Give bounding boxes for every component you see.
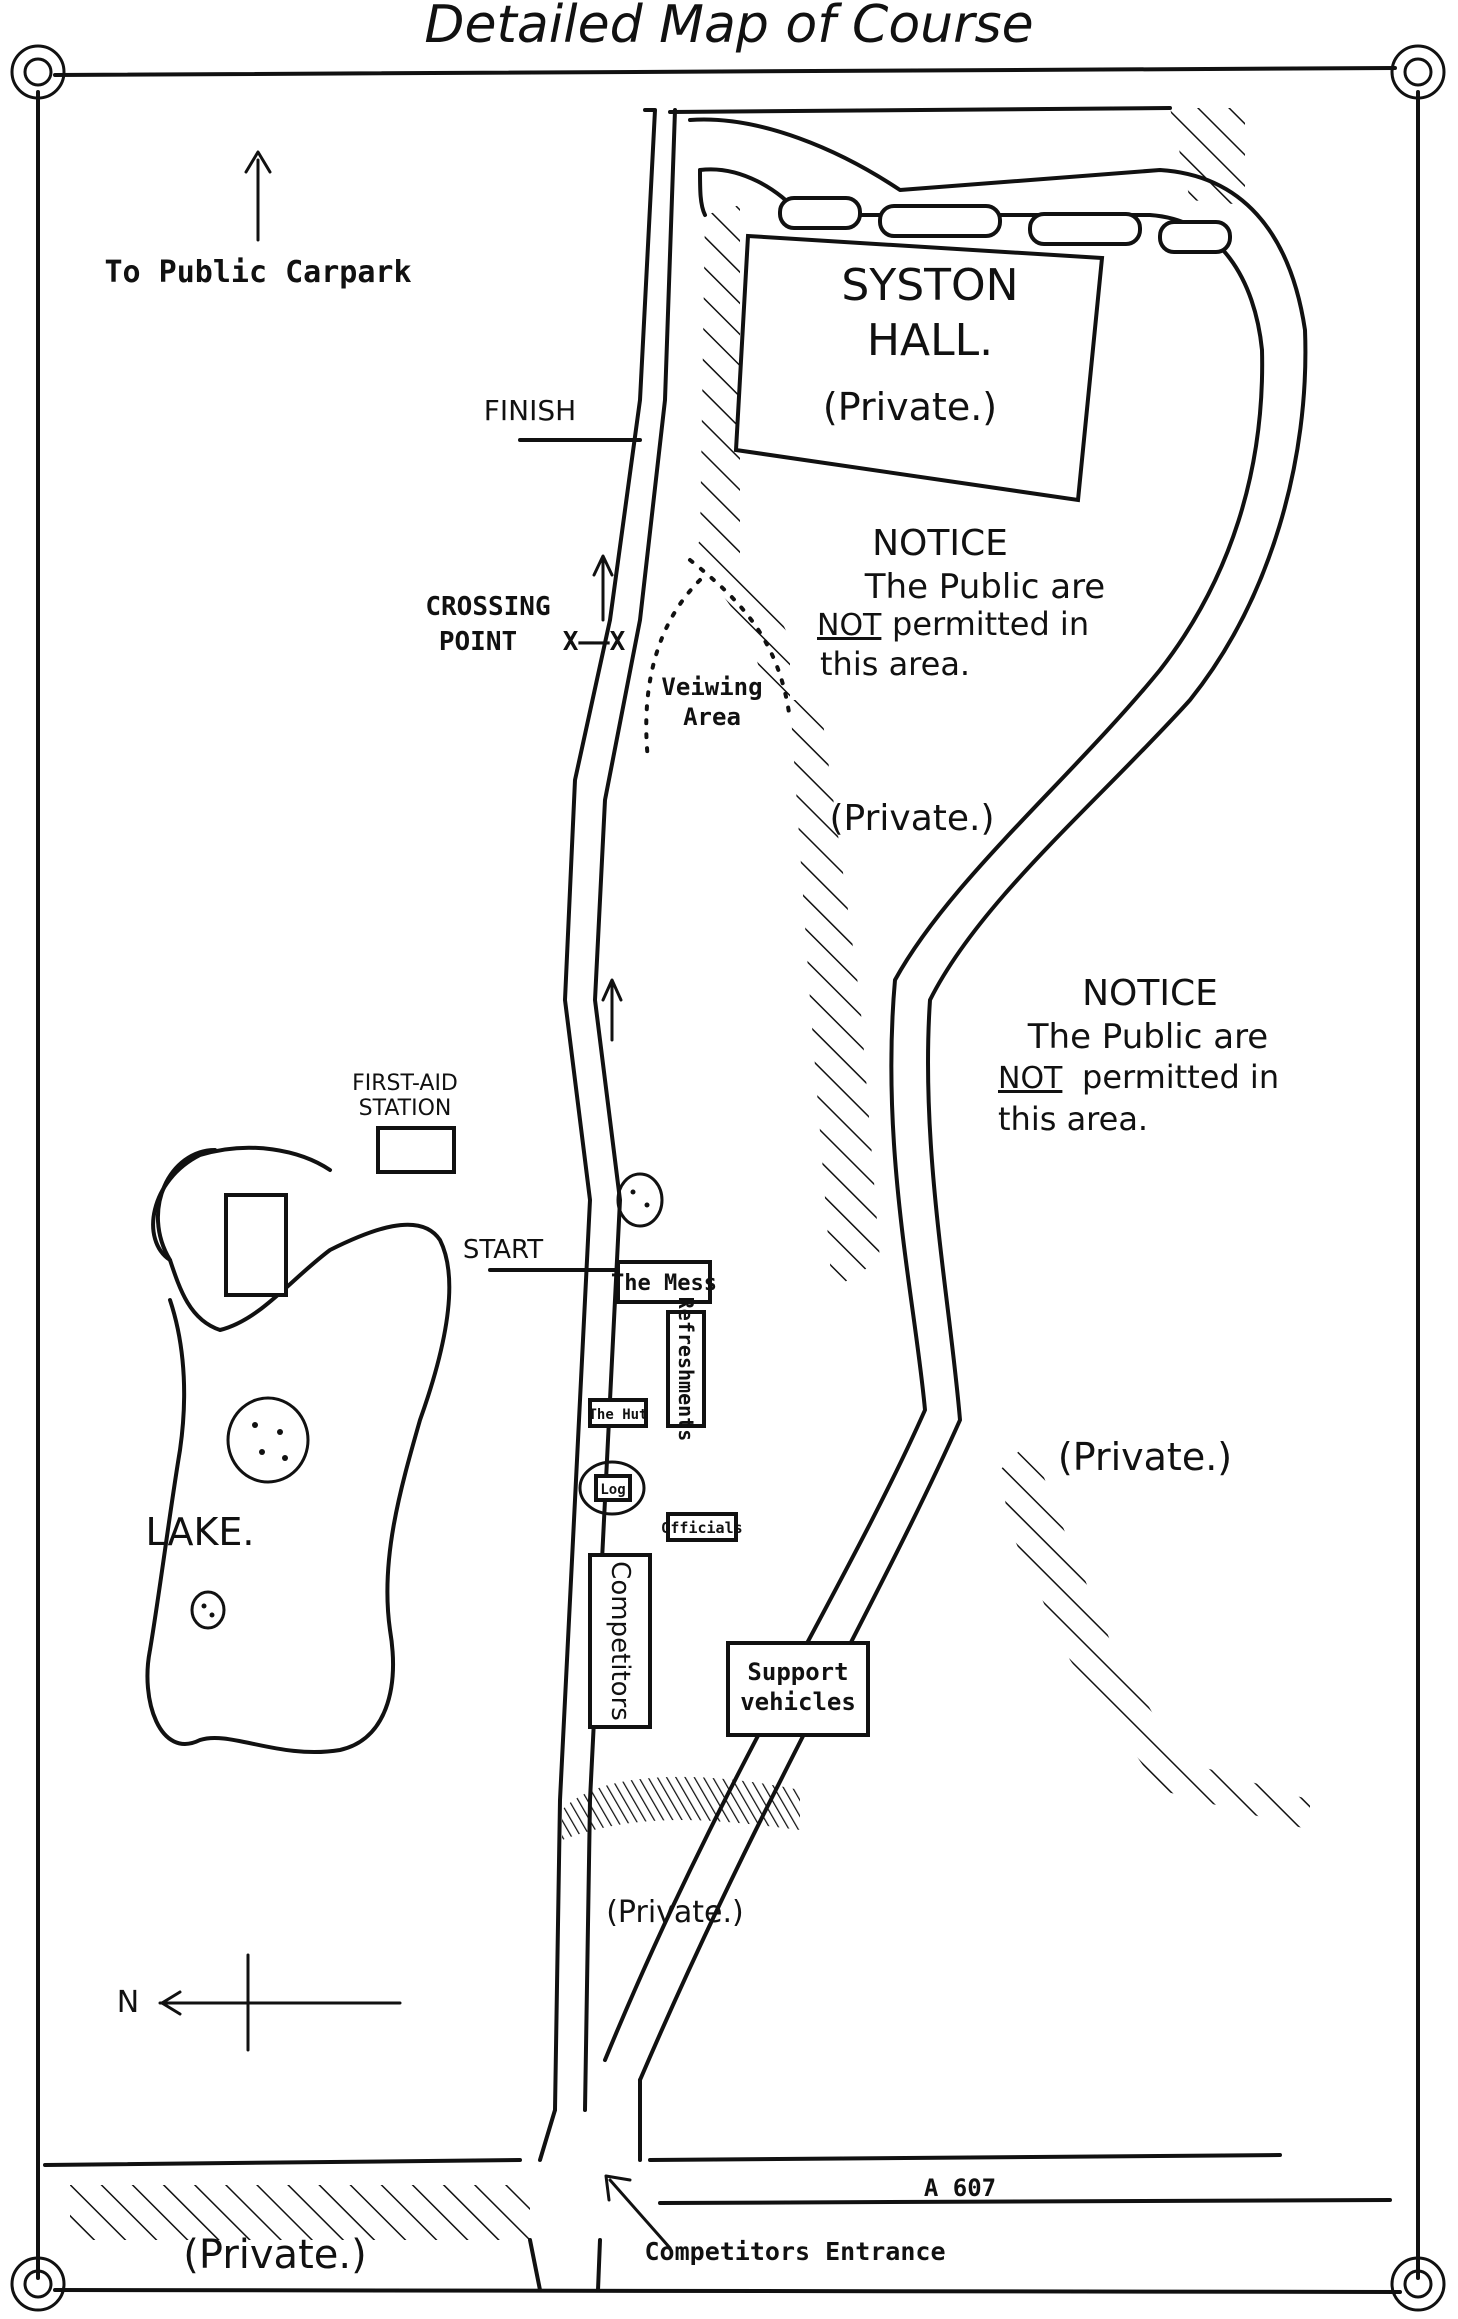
hall-gates [778,196,1232,254]
notice-2-heading: NOTICE [1082,973,1218,1014]
notice-2-not: NOT [998,1061,1063,1096]
support-vehicles-area [726,1641,870,1737]
lake-label: LAKE. [145,1510,254,1554]
corner-rivet-icon [1390,44,1446,100]
the-hut-label: The Hut [588,1407,647,1423]
log-marker [594,1474,632,1502]
a607-label: A 607 [924,2174,996,2202]
start-label: START [463,1235,543,1265]
private-bottom-left-label: (Private.) [183,2232,366,2278]
notice-1-line3: this area. [820,645,970,683]
first-aid-line1: FIRST-AID [352,1071,458,1096]
log-clump [578,1460,646,1516]
officials-building [666,1512,738,1542]
notice-1-not: NOT [817,608,882,643]
private-mid-label: (Private.) [829,798,994,839]
private-hatch-east-strip [790,700,880,1290]
the-hut-building [588,1398,648,1428]
support-vehicles-line2: vehicles [740,1688,856,1716]
hall-name-line2: HALL. [867,315,993,366]
private-hatch-hall-west [700,205,740,560]
carpark-arrow-icon [244,150,272,242]
corner-rivet-icon [1390,2256,1446,2312]
viewing-area-line1: Veiwing [661,673,762,701]
lake-jetty [224,1193,288,1297]
the-mess-building [616,1260,712,1304]
the-mess-label: The Mess [611,1271,717,1296]
first-aid-line2: STATION [359,1096,452,1121]
notice-1-heading: NOTICE [872,523,1008,564]
north-label: N [117,1985,139,2020]
map-frame [10,44,1446,2312]
notice-2-line1: The Public are [1027,1017,1268,1057]
island-icon [226,1396,310,1484]
crossing-label-line2: POINT [439,627,517,657]
syston-hall-building [733,233,1105,503]
corner-rivet-icon [10,44,66,100]
competitors-entrance-label: Competitors Entrance [644,2237,945,2266]
notice-1-line1: The Public are [864,567,1105,607]
first-aid-station [376,1126,456,1174]
log-label: Log [600,1482,625,1498]
private-hatch-top-right [1170,108,1245,205]
small-island-icon [190,1590,226,1630]
notice-2: NOTICE The Public are NOT permitted in t… [998,973,1279,1138]
private-right-label: (Private.) [1058,1435,1232,1479]
carpark-label: To Public Carpark [104,255,411,290]
a607-road [43,2078,1392,2292]
competitors-area [588,1553,652,1729]
private-hatch-right [1000,1440,1310,1830]
notice-2-line3: this area. [998,1100,1148,1138]
viewing-area-boundary [644,578,702,762]
crossing-marks: X——X [563,627,626,657]
support-vehicles-line1: Support [747,1658,848,1686]
officials-label: Officials [661,1519,742,1537]
lake-outline-top [151,1145,332,1262]
direction-arrow-icon [592,554,614,622]
notice-1: NOTICE The Public are NOT permitted in t… [817,523,1105,683]
north-arrow-icon [158,1953,402,2052]
refreshments-building [666,1310,706,1428]
hall-private-label: (Private.) [823,385,997,429]
direction-arrow-icon [601,978,623,1042]
competitors-label: Competitors [605,1561,635,1721]
crossing-label-line1: CROSSING [425,592,550,622]
lake-outline [145,1148,452,1755]
hall-name-line1: SYSTON [841,260,1018,311]
map-title: Detailed Map of Course [424,0,1033,55]
viewing-area-line2: Area [683,703,741,731]
private-dotted-edge [688,558,792,722]
finish-label: FINISH [484,394,576,427]
refreshments-label: Refreshments [674,1297,698,1442]
entrance-arrow-icon [604,2174,672,2250]
notice-2-line2: permitted in [1082,1058,1279,1096]
notice-1-line2: permitted in [892,605,1089,643]
tree-clump-icon [616,1172,664,1228]
private-hatch-lower [562,1776,800,1840]
private-hatch-bottom-left [70,2185,530,2240]
private-lower-label: (Private.) [606,1895,744,1930]
corner-rivet-icon [10,2256,66,2312]
